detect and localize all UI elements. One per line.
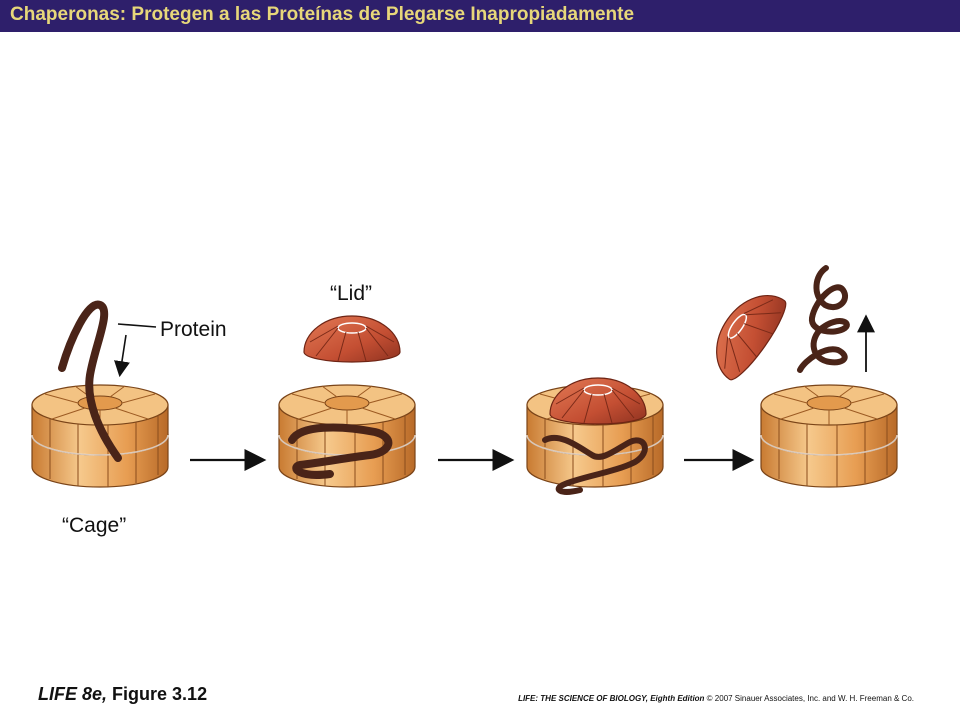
figure-reference: LIFE 8e, Figure 3.12	[38, 684, 207, 705]
protein-pointer-line	[117, 323, 157, 328]
credit-rest: © 2007 Sinauer Associates, Inc. and W. H…	[706, 694, 914, 703]
stage-3-lid	[549, 377, 647, 425]
stage-2-lid	[303, 315, 401, 363]
protein-strand-1	[58, 300, 122, 462]
credit-line: LIFE: THE SCIENCE OF BIOLOGY, Eighth Edi…	[518, 694, 914, 703]
footer-figure: Figure 3.12	[112, 684, 208, 704]
stage-4-cage	[760, 384, 898, 488]
stage-4-lid	[699, 279, 794, 386]
protein-strand-3	[542, 434, 648, 495]
protein-folded	[797, 265, 850, 373]
footer-book: LIFE 8e,	[38, 684, 108, 704]
credit-title: LIFE: THE SCIENCE OF BIOLOGY, Eighth Edi…	[518, 694, 705, 703]
protein-down-arrow	[114, 334, 130, 378]
label-lid: “Lid”	[330, 282, 372, 305]
label-protein: Protein	[160, 318, 227, 341]
title-bar: Chaperonas: Protegen a las Proteínas de …	[0, 0, 960, 32]
label-cage: “Cage”	[62, 514, 126, 537]
slide-title: Chaperonas: Protegen a las Proteínas de …	[10, 4, 635, 25]
protein-strand-2	[288, 423, 393, 479]
